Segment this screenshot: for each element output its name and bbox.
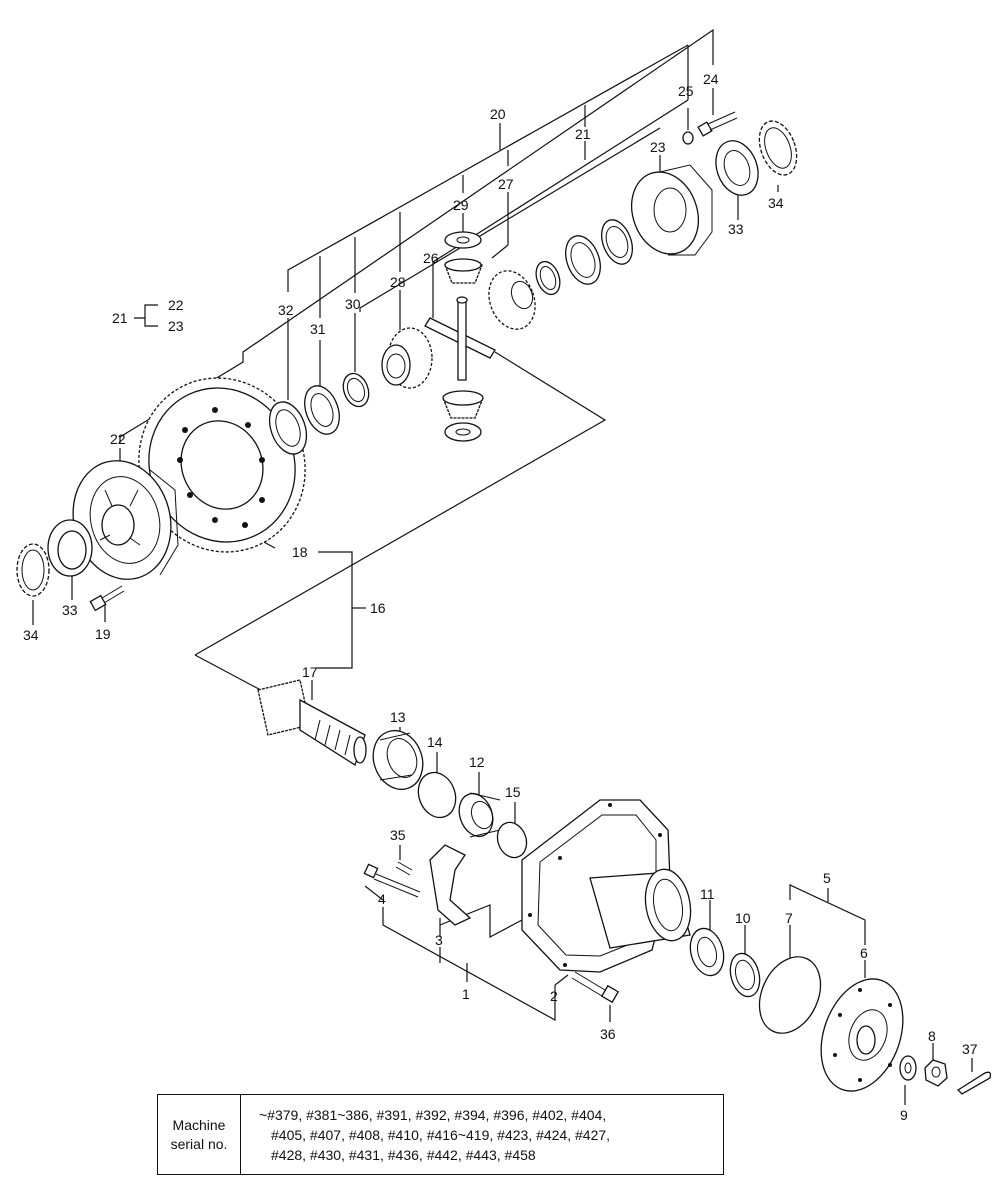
callout-8: 8 [928, 1028, 936, 1044]
callout-24: 24 [703, 71, 719, 87]
callout-33: 33 [728, 221, 744, 237]
bearing-cap [363, 844, 472, 926]
callout-2: 2 [550, 988, 558, 1004]
callout-27: 27 [498, 176, 514, 192]
callout-31: 31 [310, 321, 326, 337]
callout-19: 19 [95, 626, 111, 642]
callout-7: 7 [785, 910, 793, 926]
thrust-washers [268, 372, 370, 455]
parts [16, 111, 992, 1095]
callout-26: 26 [423, 250, 439, 266]
callout-12: 12 [469, 754, 485, 770]
serial-number-list: ~#379, #381~386, #391, #392, #394, #396,… [241, 1095, 723, 1174]
callout-1: 1 [462, 986, 470, 1002]
spider-cross [424, 296, 496, 381]
callout-18: 18 [292, 544, 308, 560]
callout-32: 32 [278, 302, 294, 318]
callout-4: 4 [378, 891, 386, 907]
ring-gear [138, 377, 306, 553]
callout-25: 25 [678, 83, 694, 99]
callout-15: 15 [505, 784, 521, 800]
callout-9: 9 [900, 1107, 908, 1123]
callout-29: 29 [453, 197, 469, 213]
bolt-24 [682, 111, 738, 145]
serial-number-table: Machine serial no. ~#379, #381~386, #391… [157, 1094, 724, 1175]
pinion-bearing [372, 729, 424, 791]
callout-33: 33 [62, 602, 78, 618]
callout-10: 10 [735, 910, 751, 926]
callout-5: 5 [823, 870, 831, 886]
thrust-washers-right [535, 219, 633, 296]
snap-ring [417, 771, 457, 819]
o-ring [758, 956, 822, 1034]
callout-labels: 24 25 20 21 23 27 29 34 33 26 28 30 31 3… [23, 71, 978, 1123]
header-serial-no: serial no. [170, 1135, 228, 1152]
serial-line-3: #428, #430, #431, #436, #442, #443, #458 [271, 1147, 536, 1163]
serial-line-2: #405, #407, #408, #410, #416~419, #423, … [271, 1127, 611, 1143]
side-gear-right [488, 270, 536, 330]
callout-23: 23 [168, 318, 184, 334]
callout-6: 6 [860, 945, 868, 961]
callout-34: 34 [768, 195, 784, 211]
callout-22: 22 [168, 297, 184, 313]
output-flange [820, 978, 904, 1092]
callout-23: 23 [650, 139, 666, 155]
callout-13: 13 [390, 709, 406, 725]
differential-case-right [631, 164, 713, 256]
bearing-right [715, 120, 798, 196]
shim [496, 821, 528, 859]
callout-37: 37 [962, 1041, 978, 1057]
callout-21: 21 [112, 310, 128, 326]
pinion-spacer [458, 792, 501, 838]
carrier-housing [521, 799, 692, 973]
callout-36: 36 [600, 1026, 616, 1042]
header-machine: Machine [172, 1116, 226, 1133]
callout-11: 11 [700, 886, 715, 902]
callout-14: 14 [427, 734, 443, 750]
callout-16: 16 [370, 600, 386, 616]
callout-21: 21 [575, 126, 591, 142]
serial-table-header: Machine serial no. [158, 1095, 241, 1174]
callout-22: 22 [110, 431, 126, 447]
pinion-gears [442, 231, 484, 442]
callout-35: 35 [390, 827, 406, 843]
drive-pinion-shaft [257, 679, 367, 766]
serial-line-1: ~#379, #381~386, #391, #392, #394, #396,… [259, 1107, 607, 1123]
callout-34: 34 [23, 627, 39, 643]
bearing-left [16, 519, 93, 597]
output-bearing [689, 927, 761, 998]
callout-30: 30 [345, 296, 361, 312]
callout-28: 28 [390, 274, 406, 290]
callout-17: 17 [302, 664, 318, 680]
leader-lines [32, 28, 973, 1105]
side-gear-left [381, 327, 433, 389]
callout-20: 20 [490, 106, 506, 122]
callout-3: 3 [435, 932, 443, 948]
flange-nut-assembly [899, 1055, 992, 1095]
bolt-36 [571, 971, 620, 1004]
bolt-19 [89, 585, 125, 612]
